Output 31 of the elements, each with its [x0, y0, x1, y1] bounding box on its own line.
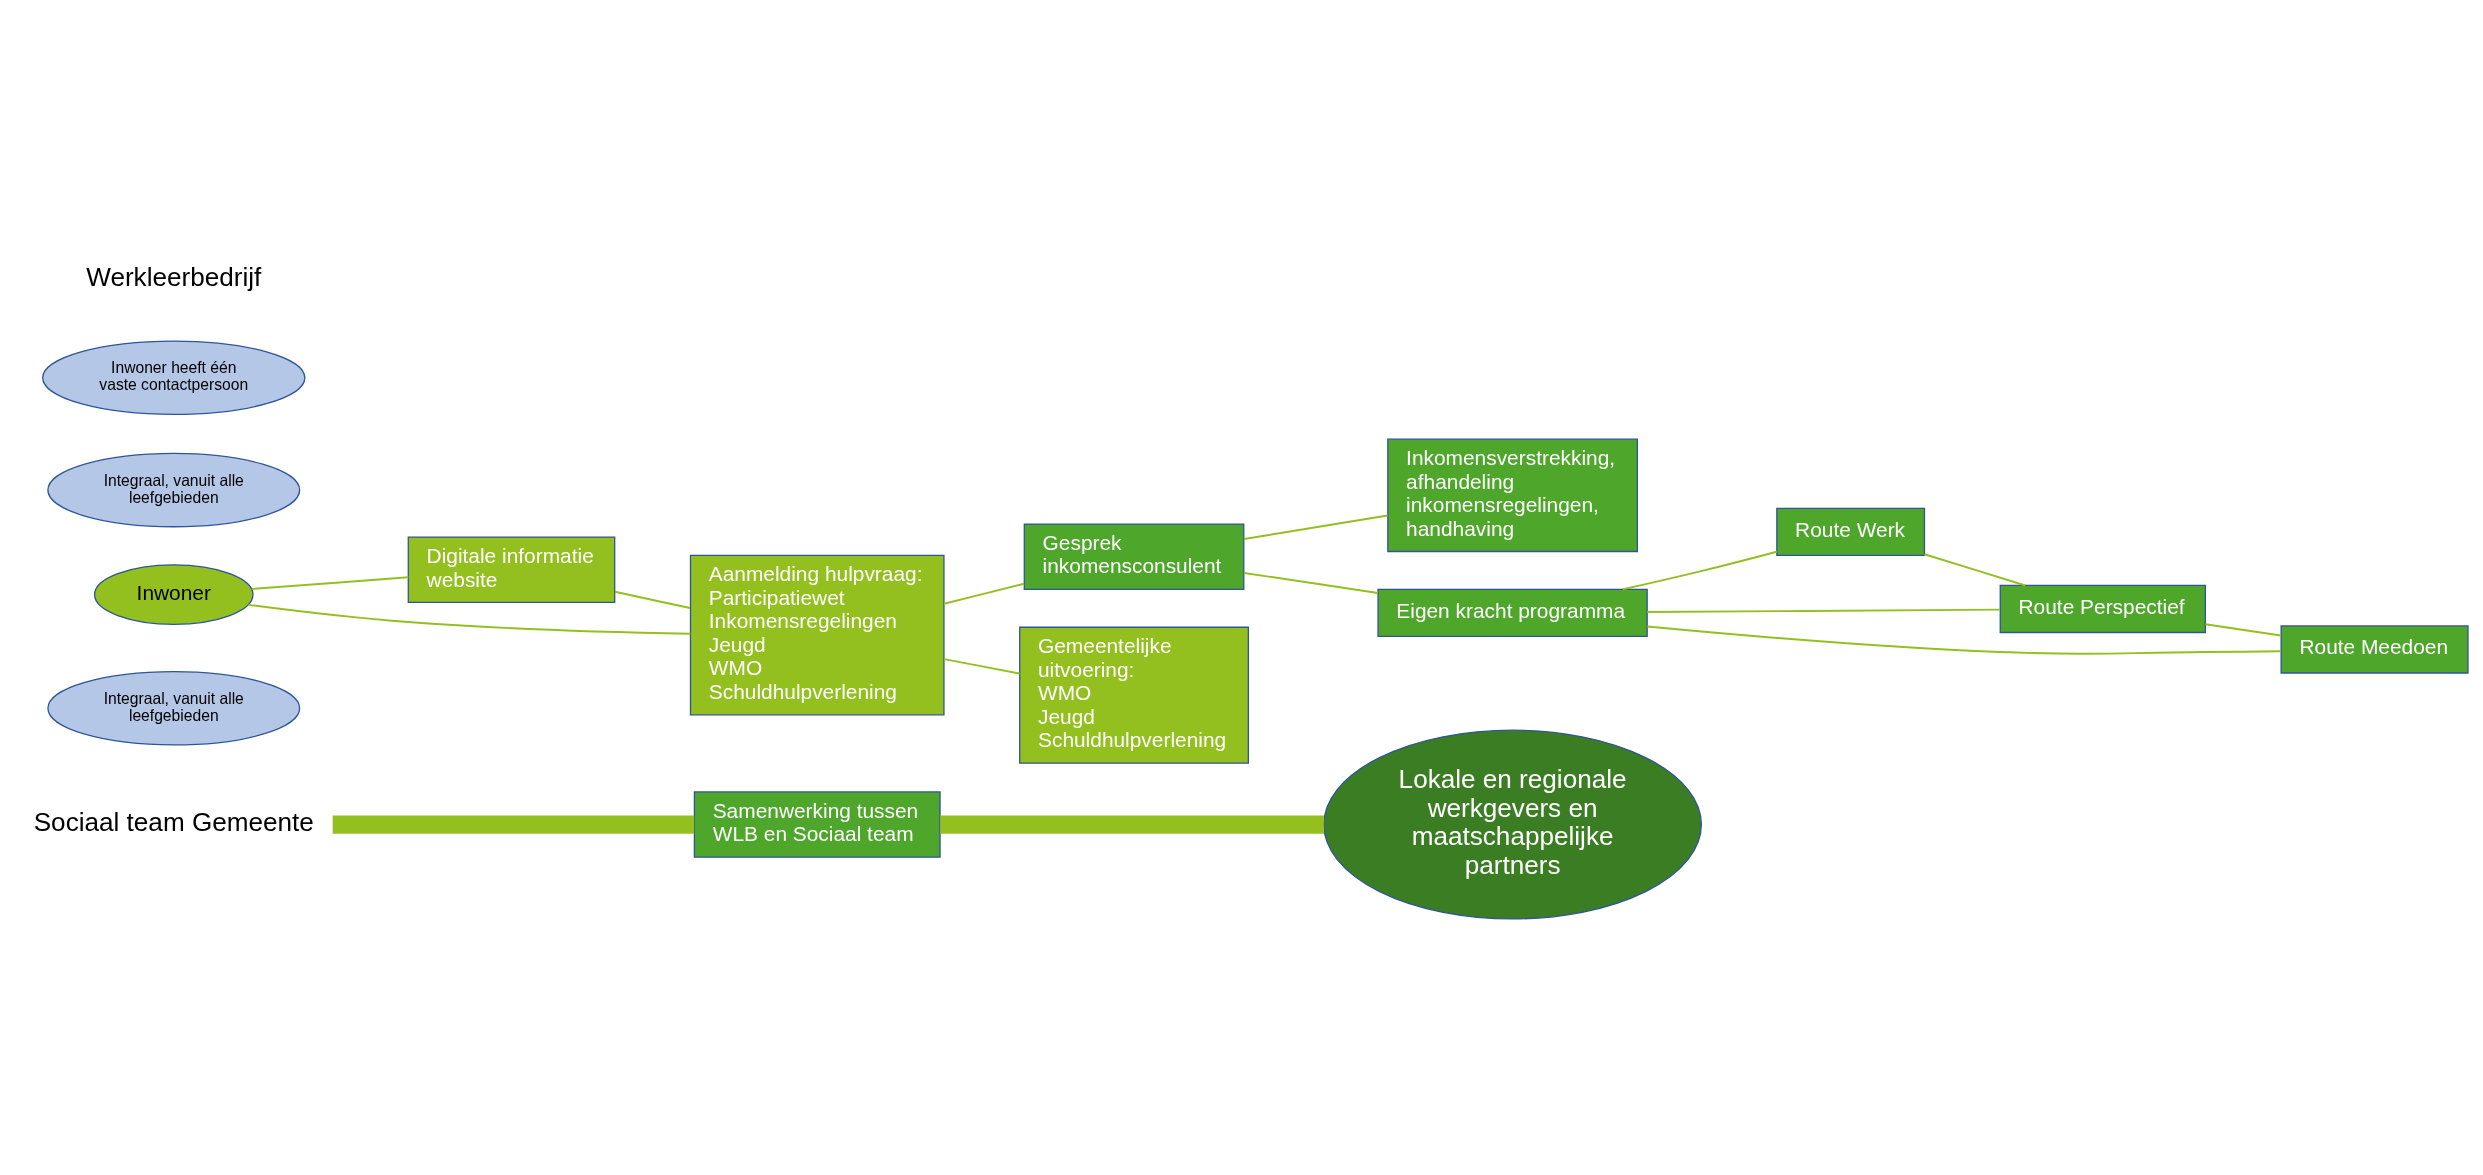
node-box: Route Perspectief [1999, 584, 2206, 634]
connector [2204, 623, 2282, 637]
connector [1243, 572, 1379, 594]
connector [1646, 608, 2001, 613]
connector [943, 658, 1021, 675]
connector [1646, 625, 2282, 655]
node-box: Route Werk [1776, 507, 1926, 557]
node-box: Route Meedoen [2280, 625, 2469, 674]
connector [943, 582, 1026, 605]
connector [940, 815, 1324, 834]
node-box: Aanmelding hulpvraag: Participatiewet Inkomensregelingen Jeugd WMO Schuldhulpverlening [689, 554, 945, 716]
connector [614, 590, 691, 609]
connector [1923, 553, 2027, 587]
connector [251, 576, 410, 590]
node-text: Sociaal team Gemeente [33, 807, 314, 838]
node-ellipse: Integraal, vanuit alle leefgebieden [47, 670, 301, 746]
node-ellipse: Integraal, vanuit alle leefgebieden [47, 452, 301, 528]
node-box: Gesprek inkomensconsulent [1023, 523, 1245, 591]
node-box: Samenwerking tussen WLB en Sociaal team [693, 791, 941, 858]
node-ellipse: Inwoner heeft één vaste contactpersoon [42, 340, 306, 416]
node-ellipse: Inwoner [93, 564, 254, 625]
node-box: Eigen kracht programma [1377, 588, 1648, 638]
connector [247, 603, 692, 635]
node-ellipse: Lokale en regionale werkgevers en maatschappelijke partners [1323, 729, 1703, 920]
connector [332, 815, 695, 834]
node-box: Digitale informatie website [407, 536, 616, 604]
label: Werkleerbedrijf [86, 262, 262, 293]
connector [1621, 550, 1778, 591]
node-box: Inkomensverstrekking, afhandeling inkomensregelingen, handhaving [1387, 438, 1639, 553]
node-box: Gemeentelijke uitvoering: WMO Jeugd Schuldhulpverlening [1019, 626, 1249, 764]
connector [1243, 514, 1389, 540]
